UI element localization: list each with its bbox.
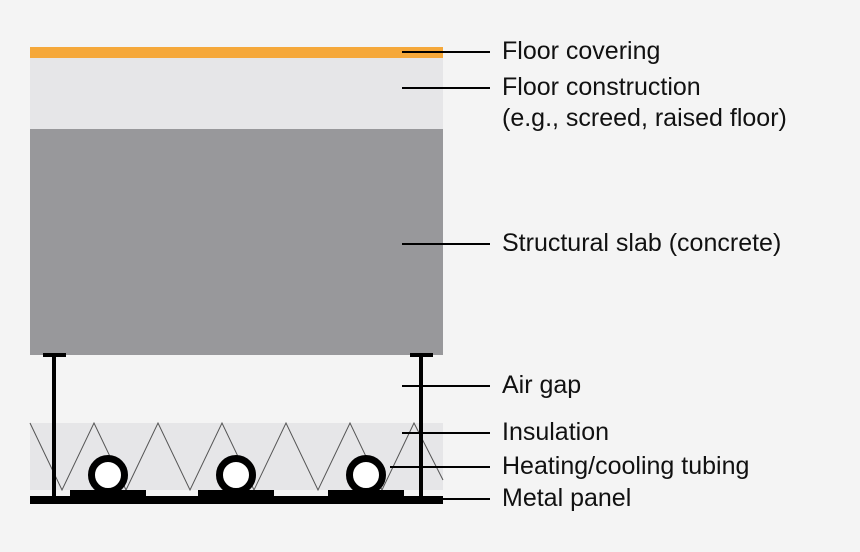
label-floor-construction-example: (e.g., screed, raised floor) [502, 104, 787, 132]
floor-covering-layer [30, 47, 443, 58]
leader-lines [390, 51, 490, 500]
tubing-cross-section [88, 455, 128, 495]
label-tubing: Heating/cooling tubing [502, 452, 750, 480]
hanger-right [410, 353, 433, 497]
metal-panel-plate [30, 496, 443, 504]
label-air-gap: Air gap [502, 371, 582, 399]
label-floor-covering: Floor covering [502, 37, 661, 65]
label-structural-slab: Structural slab (concrete) [502, 229, 782, 257]
floor-construction-layer [30, 57, 443, 129]
label-insulation: Insulation [502, 418, 610, 446]
label-metal-panel: Metal panel [502, 484, 632, 512]
tubing-cross-section [216, 455, 256, 495]
structural-slab-layer [30, 129, 443, 355]
tubing-cross-section [346, 455, 386, 495]
label-floor-construction: Floor construction [502, 73, 701, 101]
hanger-left [43, 353, 66, 497]
